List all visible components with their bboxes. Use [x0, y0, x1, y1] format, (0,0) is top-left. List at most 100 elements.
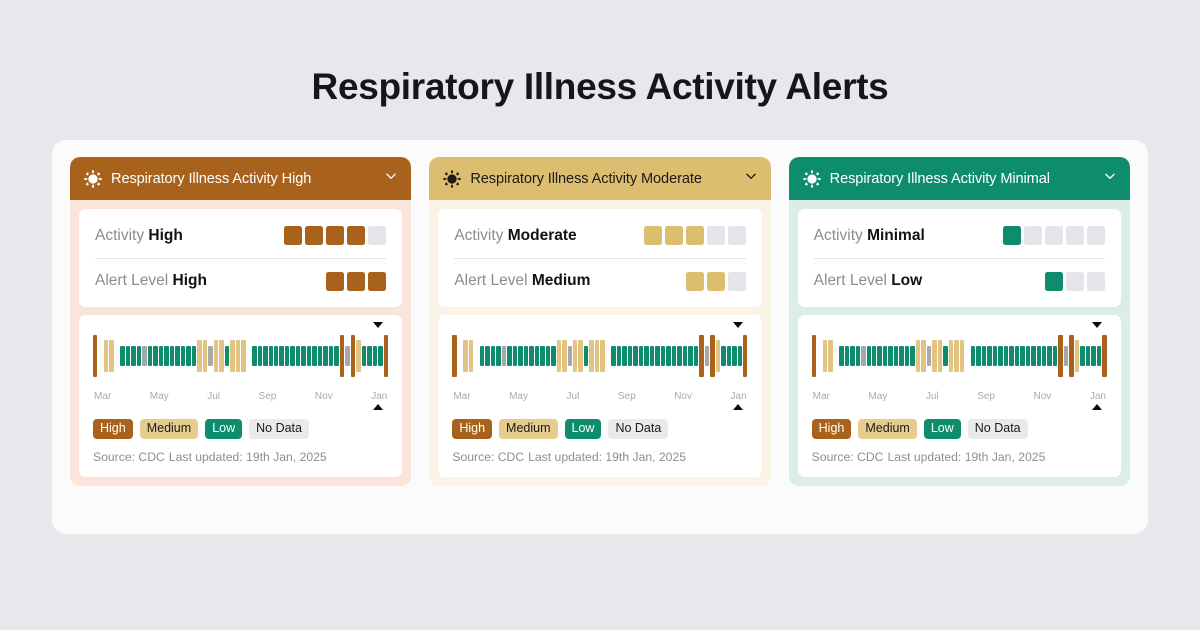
chart-bar: [622, 346, 627, 366]
chart-bar: [496, 346, 501, 366]
chart-bar: [93, 335, 98, 377]
chart-bar: [383, 335, 389, 377]
legend-no-data[interactable]: No Data: [967, 419, 1028, 439]
pip: [727, 226, 746, 245]
activity-pips: [284, 226, 387, 245]
chevron-down-icon[interactable]: [384, 169, 398, 188]
chart-bar: [882, 346, 888, 366]
activity-row: Activity Minimal: [814, 213, 1105, 258]
chart-bar: [153, 346, 158, 366]
pip: [368, 226, 387, 245]
pip: [1065, 271, 1084, 291]
pip: [326, 271, 345, 291]
chart-bar: [600, 340, 605, 372]
chart-bar: [932, 340, 937, 372]
card-header[interactable]: Respiratory Illness Activity Minimal: [788, 157, 1130, 200]
chart-bar: [295, 346, 301, 366]
chart-bar: [1009, 346, 1014, 366]
chart-bars: [93, 335, 389, 377]
chart-bar: [861, 346, 866, 366]
chart-bar: [743, 335, 748, 377]
pip: [368, 271, 387, 291]
legend-low[interactable]: Low: [205, 419, 243, 439]
axis-tick-label: Jan: [371, 391, 388, 402]
activity-row: Activity Moderate: [454, 213, 746, 258]
legend-medium[interactable]: Medium: [499, 419, 558, 439]
axis-tick-label: Nov: [674, 391, 692, 402]
chart-bar: [1069, 335, 1074, 377]
chart-bar: [649, 346, 655, 366]
chevron-down-icon[interactable]: [1103, 169, 1117, 188]
alert-card-minimal[interactable]: Respiratory Illness Activity Minimal Act…: [788, 157, 1130, 486]
chart-bar: [633, 346, 638, 366]
chart-bar: [136, 346, 142, 366]
legend-medium[interactable]: Medium: [139, 419, 199, 439]
pip: [326, 226, 345, 245]
chart-bar: [147, 346, 153, 366]
chart-bar: [551, 346, 556, 366]
legend-medium[interactable]: Medium: [858, 419, 917, 439]
chart-bar: [501, 346, 507, 366]
chart-bar: [572, 340, 578, 372]
chart-bar: [1085, 346, 1091, 366]
virus-icon: [802, 169, 821, 188]
chart-bar: [737, 346, 742, 366]
chart-bar: [589, 340, 594, 372]
axis-tick-label: Jul: [566, 391, 580, 402]
legend-low[interactable]: Low: [564, 419, 602, 439]
chart-bar: [534, 346, 540, 366]
legend-no-data[interactable]: No Data: [249, 419, 309, 439]
chart-bar: [125, 346, 131, 366]
chart-bar: [518, 346, 523, 366]
marker-row: [93, 402, 388, 413]
alert-card-moderate[interactable]: Respiratory Illness Activity Moderate Ac…: [429, 157, 771, 486]
chart-bar: [164, 346, 169, 366]
chart-bar: [158, 346, 164, 366]
chart-bar: [981, 346, 987, 366]
axis-tick-label: Jul: [925, 391, 939, 402]
chart-bar: [855, 346, 861, 366]
chart-bar: [948, 340, 954, 372]
chart-bar: [871, 346, 877, 366]
chart-bar: [850, 346, 855, 366]
pip: [1002, 226, 1021, 245]
chart-legend: High Medium Low No Data: [811, 419, 1107, 439]
chart-bar: [361, 346, 367, 366]
pip: [1086, 271, 1105, 291]
chart-bar: [1031, 346, 1036, 366]
chart-bar: [191, 346, 197, 366]
legend-high[interactable]: High: [452, 419, 493, 439]
legend-no-data[interactable]: No Data: [608, 419, 669, 439]
chart-bar: [699, 335, 704, 377]
chart-bar: [356, 340, 361, 372]
activity-label: Activity Minimal: [813, 226, 925, 244]
chart-area: [93, 322, 389, 389]
chart-bar: [998, 346, 1003, 366]
chart-bar: [367, 346, 372, 366]
chart-bar: [1036, 346, 1041, 366]
chart-bar: [866, 346, 871, 366]
card-header[interactable]: Respiratory Illness Activity Moderate: [429, 157, 771, 200]
axis-tick-label: May: [868, 391, 888, 402]
legend-low[interactable]: Low: [923, 419, 961, 439]
pip: [1086, 226, 1105, 245]
chart-bar: [529, 346, 534, 366]
chevron-down-icon[interactable]: [744, 169, 758, 188]
chart-bar: [899, 346, 904, 366]
chart-bar: [1047, 346, 1052, 366]
chart-bar: [682, 346, 688, 366]
chart-bar: [273, 346, 279, 366]
current-period-marker-down: [1091, 322, 1102, 328]
pip: [643, 226, 662, 245]
chart-bar: [452, 335, 457, 377]
legend-high[interactable]: High: [811, 419, 852, 439]
chart-bar: [1074, 340, 1080, 372]
legend-high[interactable]: High: [93, 419, 133, 439]
activity-label: Activity Moderate: [454, 226, 577, 244]
card-title: Respiratory Illness Activity Moderate: [470, 170, 702, 187]
alert-card-high[interactable]: Respiratory Illness Activity High Activi…: [70, 157, 412, 486]
axis-tick-label: Jul: [207, 391, 220, 402]
card-header[interactable]: Respiratory Illness Activity High: [70, 157, 412, 200]
alert-level-label: Alert Level High: [95, 272, 207, 289]
